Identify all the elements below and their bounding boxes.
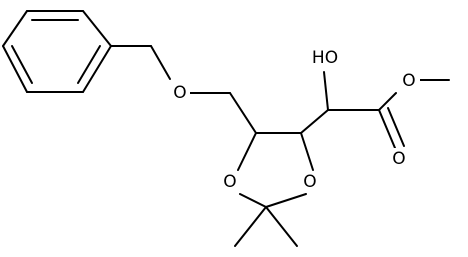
bond-carbonyl-ester-o: [378, 92, 397, 111]
bond-benzene-5: [2, 45, 28, 93]
bond-benzene-6: [2, 10, 28, 47]
hydroxyl-label: HO: [312, 48, 338, 68]
carbonyl-oxygen-label: O: [392, 149, 405, 169]
bond-benzene-inner-3: [11, 45, 33, 84]
bond-benzene-3: [82, 45, 112, 93]
ether-oxygen-label: O: [173, 83, 186, 103]
ring-oxygen-left-label: O: [223, 172, 236, 192]
bond-ch2-o: [150, 45, 171, 80]
bond-benzene-2: [82, 10, 112, 47]
bond-c2-methyl-left: [234, 206, 267, 247]
bond-c5-choh: [300, 109, 329, 134]
atom-labels: O HO O O O O: [168, 46, 420, 193]
dioxolane-ring: [234, 132, 314, 247]
bond-choh-oh: [323, 71, 329, 111]
bond-benzene-inner-2: [77, 45, 101, 84]
ring-oxygen-right-label: O: [303, 172, 316, 192]
bond-c5-o3: [300, 132, 314, 171]
bond-c4-o1: [237, 132, 257, 171]
bond-c2-methyl-right: [265, 206, 298, 247]
bond-carbonyl-double-2: [387, 107, 405, 147]
bond-carbonyl-double-1: [378, 109, 396, 149]
ester-oxygen-label: O: [402, 71, 415, 91]
bond-o3-c2: [265, 193, 307, 208]
bond-ch2-ring: [229, 92, 257, 134]
benzene-ring: [2, 10, 112, 93]
bond-o1-c2: [239, 193, 267, 208]
